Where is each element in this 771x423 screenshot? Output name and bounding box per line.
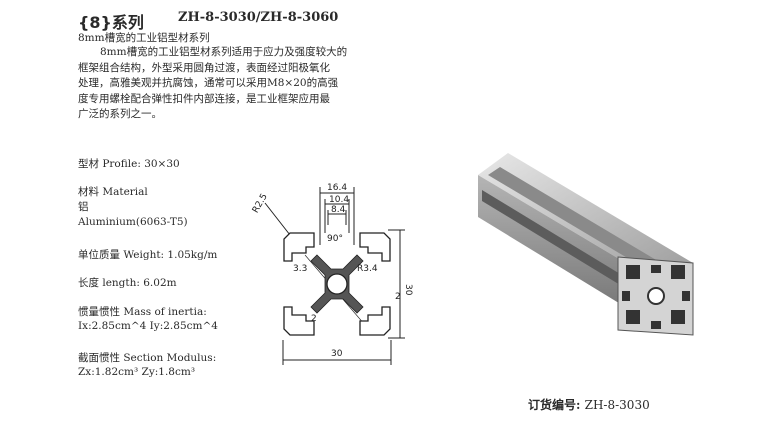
dim-10-4: 10.4 [329,195,349,205]
cross-section-drawing: 16.4 10.4 8.4 R2.5 90° 3.3 R3.4 2 2 30 3… [251,183,413,365]
dim-2a: 2 [311,314,317,324]
material-label: 材料 Material [78,186,148,198]
description-line: 8mm槽宽的工业铝型材系列适用于应力及强度较大的 [100,46,348,58]
length-spec: 长度 length: 6.02m [78,277,177,289]
description-line: 框架组合结构，外型采用圆角过渡，表面经过阳极氧化 [78,61,330,74]
dim-16-4: 16.4 [327,183,347,193]
center-hole [326,273,348,295]
dim-angle: 90° [327,234,343,244]
dim-8-4: 8.4 [331,205,346,215]
description-line: 度专用螺栓配合弹性扣件内部连接，是工业框架应用最 [78,92,330,105]
order-number: ZH-8-3030 [584,398,650,412]
inertia-values: Ix:2.85cm^4 Iy:2.85cm^4 [78,320,218,332]
order-label: 订货编号: [528,398,581,412]
description-line: 处理，高雅美观并抗腐蚀，通常可以采用M8×20的高强 [78,77,339,89]
dim-2b: 2 [395,292,401,302]
modulus-values: Zx:1.82cm³ Zy:1.8cm³ [78,366,196,378]
profile-spec: 型材 Profile: 30×30 [78,158,180,170]
weight-spec: 单位质量 Weight: 1.05kg/m [78,249,218,261]
dim-r2-5: R2.5 [251,192,270,215]
dim-r3-4: R3.4 [357,264,378,274]
material-cn: 铝 [78,201,89,213]
dim-width-30: 30 [331,349,343,359]
modulus-label: 截面惯性 Section Modulus: [78,352,217,364]
series-subtitle: 8mm槽宽的工业铝型材系列 [78,32,210,44]
material-en: Aluminium(6063-T5) [78,216,188,228]
inertia-label: 惯量惯性 Mass of inertia: [78,306,207,318]
description-paragraph: 8mm槽宽的工业铝型材系列适用于应力及强度较大的 框架组合结构，外型采用圆角过渡… [78,45,368,123]
series-number: {8}系列 [78,13,144,32]
description-line: 广泛的系列之一。 [78,108,162,120]
profile-3d-image [478,153,694,336]
dim-height-30: 30 [403,284,413,296]
dim-3-3: 3.3 [293,264,307,274]
model-numbers: ZH-8-3030/ZH-8-3060 [178,10,339,25]
order-code: 订货编号: ZH-8-3030 [528,396,650,413]
